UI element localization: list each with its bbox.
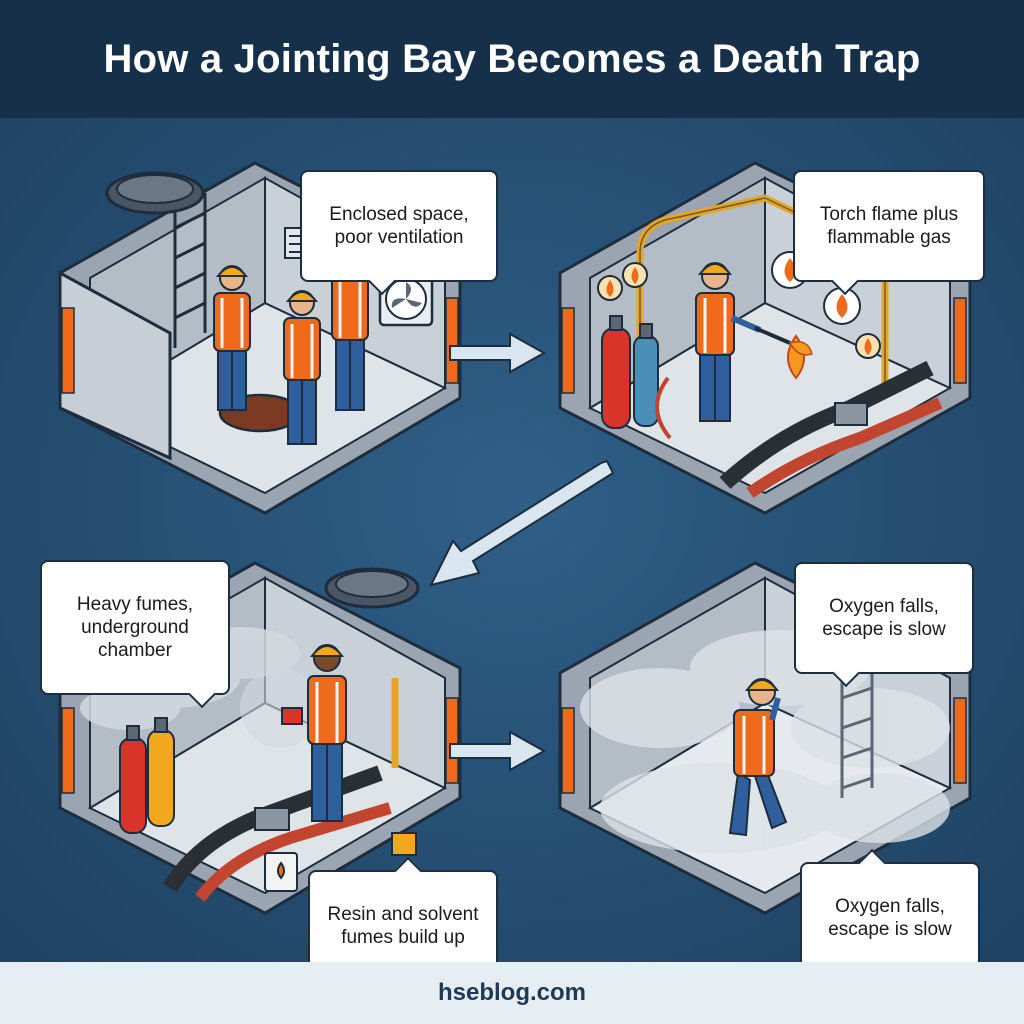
arrow-icon [449, 730, 547, 772]
callout-oxygen-top: Oxygen falls, escape is slow [794, 562, 974, 688]
worker-figure-1 [213, 265, 251, 411]
callout-heavy-fumes: Heavy fumes, underground chamber [40, 560, 230, 709]
cable-icon [163, 765, 392, 902]
callout-torch-flame: Torch flame plus flammable gas [793, 170, 985, 296]
worker-figure-4 [695, 262, 762, 422]
arrow-icon [429, 459, 615, 587]
header-bar: How a Jointing Bay Becomes a Death Trap [0, 0, 1024, 118]
page-title: How a Jointing Bay Becomes a Death Trap [103, 36, 921, 81]
torch-icon [754, 326, 813, 356]
worker-figure-2 [283, 290, 321, 445]
gas-cylinder-icon [119, 717, 175, 834]
worker-figure-5 [281, 644, 347, 822]
callout-resin-text: Resin and solvent fumes build up [327, 904, 479, 948]
manhole-icon [324, 567, 420, 609]
worker-figure-6 [728, 678, 788, 837]
smoke-icon [580, 630, 950, 853]
ladder-icon [173, 193, 207, 348]
callout-fumes-text: Heavy fumes, underground chamber [76, 594, 194, 661]
callout-oxygen-bottom: Oxygen falls, escape is slow [800, 848, 980, 974]
arrow-icon [449, 332, 547, 374]
callout-enclosed-text: Enclosed space, poor ventilation [329, 204, 469, 248]
callout-enclosed-space: Enclosed space, poor ventilation [300, 170, 498, 296]
cable-icon [655, 360, 943, 498]
callout-flame-text: Torch flame plus flammable gas [819, 204, 959, 248]
footer-bar: hseblog.com [0, 962, 1024, 1024]
callout-oxygen-text-2: Oxygen falls, escape is slow [828, 896, 952, 940]
manhole-icon [105, 171, 205, 215]
fan-icon [378, 271, 434, 327]
flame-icon [597, 251, 881, 380]
site-credit[interactable]: hseblog.com [437, 979, 587, 1006]
diagram-stage: Enclosed space, poor ventilation [0, 118, 1024, 982]
callout-oxygen-text-1: Oxygen falls, escape is slow [822, 596, 946, 640]
gas-cylinder-icon [601, 315, 659, 429]
